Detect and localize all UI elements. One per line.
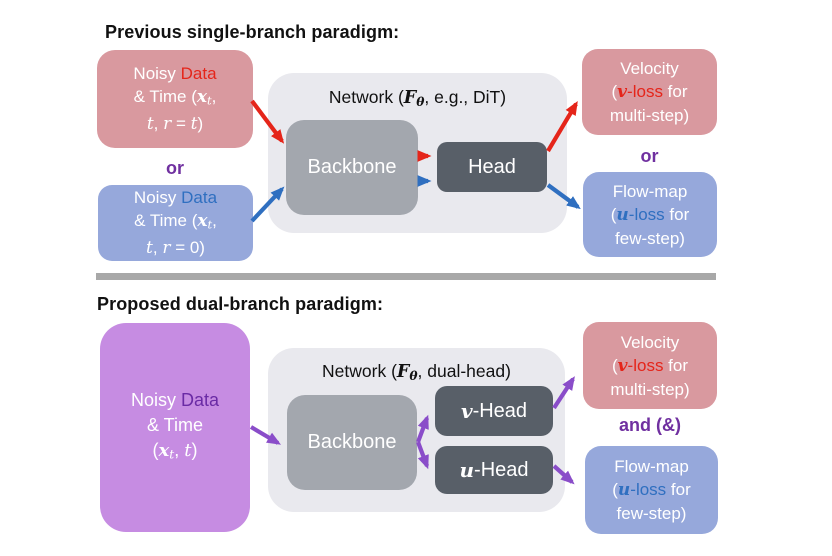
noisy-input-flowmap-box: Noisy Data & Time (xt, t, r = 0) [98, 185, 253, 261]
box-text-line: (u-loss for [610, 204, 690, 225]
noisy-input-box-dual: Noisy Data & Time (xt, t) [100, 323, 250, 532]
noisy-input-velocity-box: Noisy Data & Time (xt, t, r = t) [97, 50, 253, 148]
proposed-paradigm-heading: Proposed dual-branch paradigm: [97, 294, 384, 314]
box-text-line: multi-step) [609, 106, 690, 125]
box-text-line: t, r = 0) [146, 238, 205, 259]
backbone-box-dual: Backbone [287, 395, 417, 490]
box-text-line: Velocity [620, 332, 680, 352]
output-flowmap-box-top: Flow-map (u-loss for few-step) [583, 172, 717, 257]
and-label: and (&) [619, 415, 681, 435]
box-text-line: Noisy Data [133, 187, 218, 207]
box-text-line: (xt, t) [152, 439, 198, 462]
backbone-label: Backbone [307, 156, 397, 178]
network-title-dual: Network (Fθ, dual-head) [322, 361, 511, 384]
output-velocity-box-top: Velocity (v-loss for multi-step) [582, 49, 717, 135]
box-text-line: Flow-map [612, 181, 688, 201]
box-text-line: & Time (xt, [133, 86, 217, 108]
v-head-box: v-Head [435, 386, 553, 436]
box-text-line: t, r = t) [146, 114, 204, 135]
or-label-left: or [166, 158, 184, 178]
output-flowmap-box-bottom: Flow-map (u-loss for few-step) [585, 446, 718, 534]
box-text-line: few-step) [616, 504, 687, 523]
section-divider [96, 273, 716, 280]
box-text-line: & Time (xt, [134, 210, 217, 232]
box-text-line: Noisy Data [130, 389, 220, 410]
or-label-right: or [640, 146, 659, 166]
backbone-box-single: Backbone [286, 120, 418, 215]
box-text-line: Flow-map [614, 457, 689, 476]
box-text-line: Noisy Data [133, 63, 217, 83]
head-box-single: Head [437, 142, 547, 192]
output-velocity-box-bottom: Velocity (v-loss for multi-step) [583, 322, 717, 409]
backbone-label: Backbone [307, 431, 397, 453]
u-head-box: u-Head [435, 446, 553, 494]
head-label: Head [468, 155, 516, 178]
box-text-line: (v-loss for [611, 82, 688, 102]
box-text-line: (v-loss for [611, 355, 689, 376]
box-text-line: (u-loss for [612, 480, 691, 500]
box-text-line: few-step) [615, 228, 685, 248]
box-text-line: multi-step) [610, 379, 690, 399]
previous-paradigm-heading: Previous single-branch paradigm: [105, 22, 400, 42]
box-text-line: & Time [146, 414, 203, 435]
network-title-single: Network (Fθ, e.g., DiT) [328, 87, 507, 110]
box-text-line: Velocity [620, 59, 679, 78]
